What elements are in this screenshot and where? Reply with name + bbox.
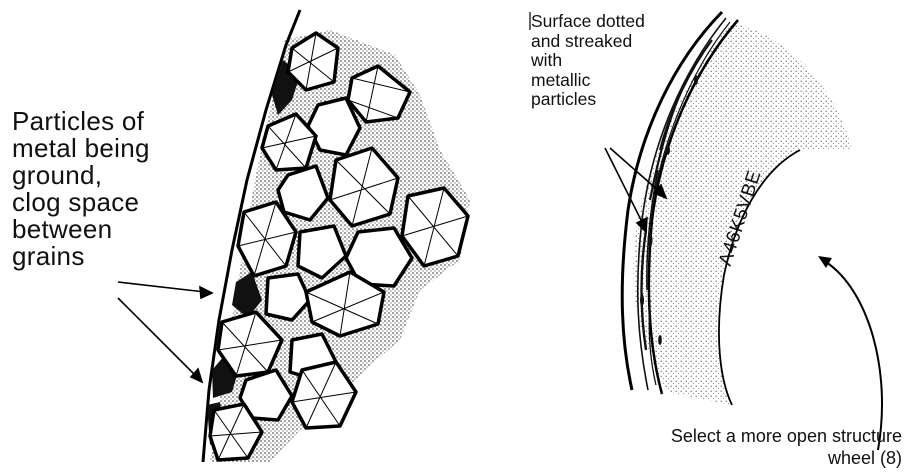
leader-arrow [118,298,196,376]
metal-particle-spot [648,233,653,247]
surface-caption: Surface dotted and streaked with metalli… [531,12,645,110]
grain-cross-section-illustration [0,0,500,474]
recommendation-caption: Select a more open structure wheel (8) [554,425,902,469]
clogged-grains-diagram: Particles of metal being ground, clog sp… [0,0,500,474]
metal-particle-spot [658,335,662,345]
metal-particle-spot [640,294,644,306]
curved-arrow [826,262,882,450]
arrowhead [818,256,832,268]
arrowhead [200,287,212,298]
loaded-wheel-diagram: Surface dotted and streaked with metalli… [500,0,910,474]
metal-particle-spot [666,145,670,155]
arrowhead [191,369,202,382]
leader-arrow [118,282,205,292]
metal-particle-spot [694,75,698,85]
